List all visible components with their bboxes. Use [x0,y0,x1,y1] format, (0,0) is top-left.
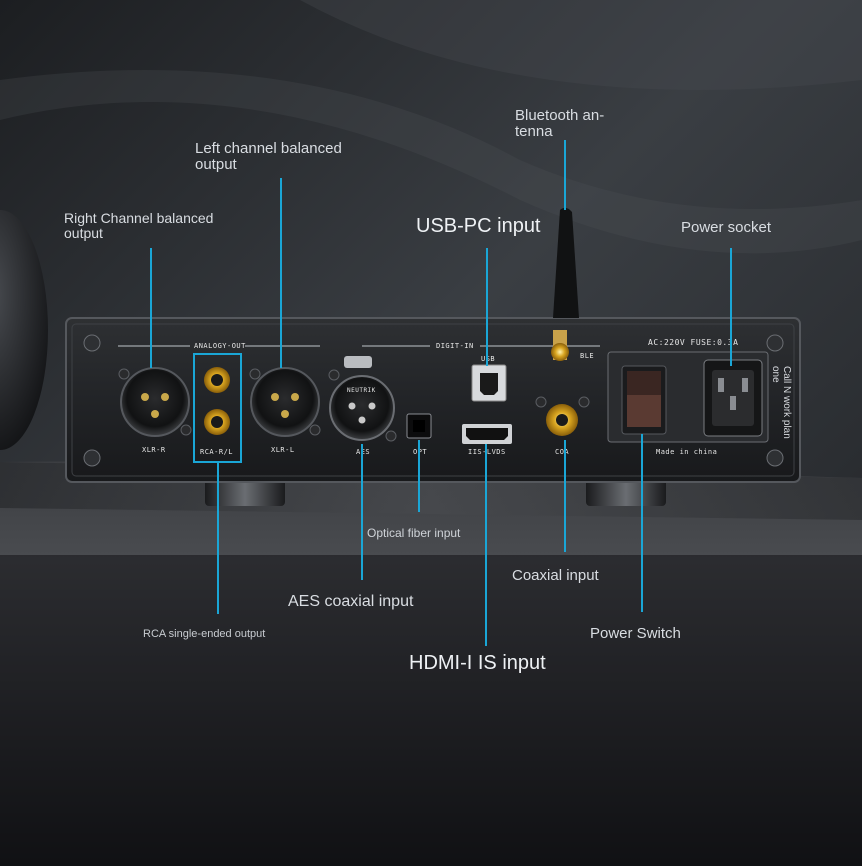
ac-spec-label: AC:220V FUSE:0.3A [648,338,739,347]
aes-callout: AES coaxial input [288,593,414,610]
coaxial-callout: Coaxial input [512,567,599,584]
left-channel-callout: Left channel balanced output [195,141,342,173]
rca-rl-label: RCA-R/L [200,448,234,456]
hdmi-callout: HDMI-I IS input [409,652,546,674]
power-switch-callout: Power Switch [590,625,681,642]
rca-leader-line [217,462,219,614]
bluetooth-callout-line-1: Bluetooth an- [515,107,605,124]
usb-label: USB [481,355,496,363]
xlr-r-label: XLR-R [142,446,166,454]
right-channel-callout: Right Channel balanced output [64,211,213,240]
digit-in-label: DIGIT-IN [436,342,474,350]
aes-label: AES [356,448,371,456]
side-note-line-1: Call N work plan [781,366,792,439]
rca-callout: RCA single-ended output [143,628,266,640]
usb-pc-callout: USB-PC input [416,215,541,237]
side-note-line-2: one [770,366,781,383]
side-note: Call N work plan one [770,366,792,439]
coaxial-leader-line [564,440,566,552]
opt-label: OPT [413,448,428,456]
coa-label: COA [555,448,570,456]
right-channel-callout-line-2: output [64,224,103,241]
analogy-out-label: ANALOGY-OUT [194,342,246,350]
usb-leader-line [486,248,488,366]
left-channel-callout-line-2: output [195,155,237,173]
bluetooth-antenna-callout: Bluetooth an- tenna [515,108,604,140]
made-in-label: Made in china [656,448,718,456]
power-socket-callout: Power socket [681,219,772,236]
neutrik-label: NEUTRIK [347,387,376,394]
right-channel-callout-line-1: Right Channel balanced [64,210,214,226]
aes-leader-line [361,444,363,580]
bluetooth-callout-line-2: tenna [515,122,553,140]
right-channel-leader-line [150,248,152,368]
hdmi-leader-line [485,444,487,646]
ble-label: BLE [580,352,595,360]
power-socket-leader-line [730,248,732,366]
left-channel-callout-line-1: Left channel balanced [195,140,342,157]
optical-callout: Optical fiber input [367,526,461,540]
left-channel-leader-line [280,178,282,368]
bluetooth-leader-line [564,140,566,210]
xlr-l-label: XLR-L [271,446,295,454]
optical-leader-line [418,440,420,512]
power-switch-leader-line [641,434,643,612]
